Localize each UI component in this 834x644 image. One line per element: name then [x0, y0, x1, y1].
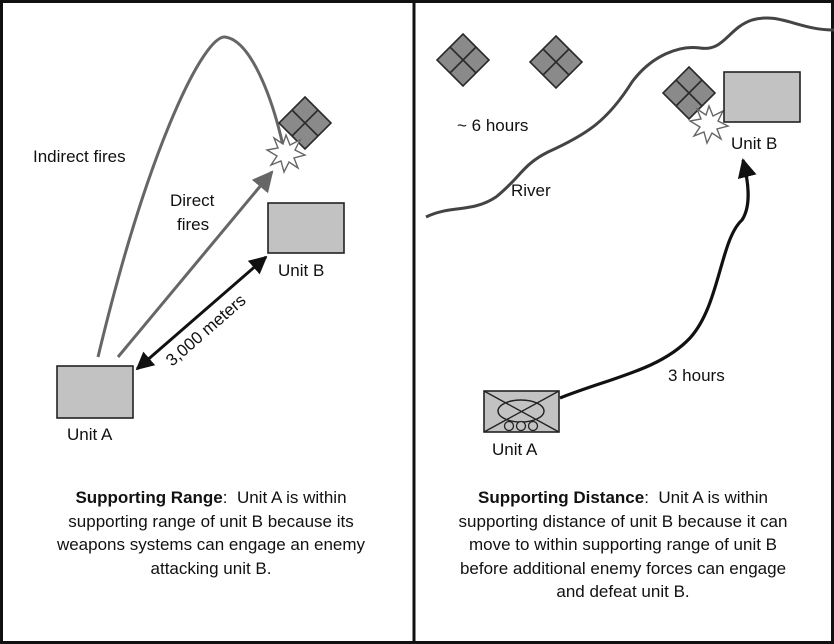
river-label: River: [511, 181, 551, 200]
supporting-distance-heading: Supporting Distance: [477, 488, 645, 507]
unit-a-label-right: Unit A: [492, 440, 538, 459]
supporting-distance-caption: Supporting Distance: Unit A is within su…: [446, 486, 800, 604]
movement-route-arrow: [559, 158, 757, 400]
caption-separator: :: [644, 488, 659, 507]
indirect-fires-arc: [96, 35, 286, 358]
distance-arrow: [135, 255, 268, 371]
caption-separator: :: [222, 488, 237, 507]
direct-fires-label-line2: fires: [177, 215, 209, 234]
supporting-range-heading: Supporting Range: [75, 488, 223, 507]
distance-label: 3,000 meters: [162, 291, 249, 370]
three-hours-label: 3 hours: [668, 366, 725, 385]
enemy-grid-icon: [529, 35, 583, 89]
enemy-grid-icon: [436, 33, 490, 87]
supporting-distance-body: Unit A is within supporting distance of …: [458, 488, 788, 601]
direct-fires-label-line1: Direct: [170, 191, 215, 210]
supporting-range-body: Unit A is within supporting range of uni…: [56, 488, 366, 578]
explosion-icon: [266, 134, 306, 173]
supporting-range-caption: Supporting Range: Unit A is within suppo…: [36, 486, 386, 580]
indirect-fires-label: Indirect fires: [33, 147, 126, 166]
right-panel: ~ 6 hours River Unit B 3 hours Unit A: [425, 16, 834, 459]
unit-b-label-left: Unit B: [278, 261, 324, 280]
mechanized-unit-icon: [483, 390, 560, 433]
river-line: [425, 16, 834, 219]
unit-b-label-right: Unit B: [731, 134, 777, 153]
unit-b-box: [267, 202, 345, 254]
unit-a-box: [56, 365, 134, 419]
unit-b-box-right: [723, 71, 801, 123]
unit-a-label-left: Unit A: [67, 425, 113, 444]
left-panel: Indirect fires Direct fires 3,000 meters…: [33, 35, 345, 444]
six-hours-label: ~ 6 hours: [457, 116, 528, 135]
